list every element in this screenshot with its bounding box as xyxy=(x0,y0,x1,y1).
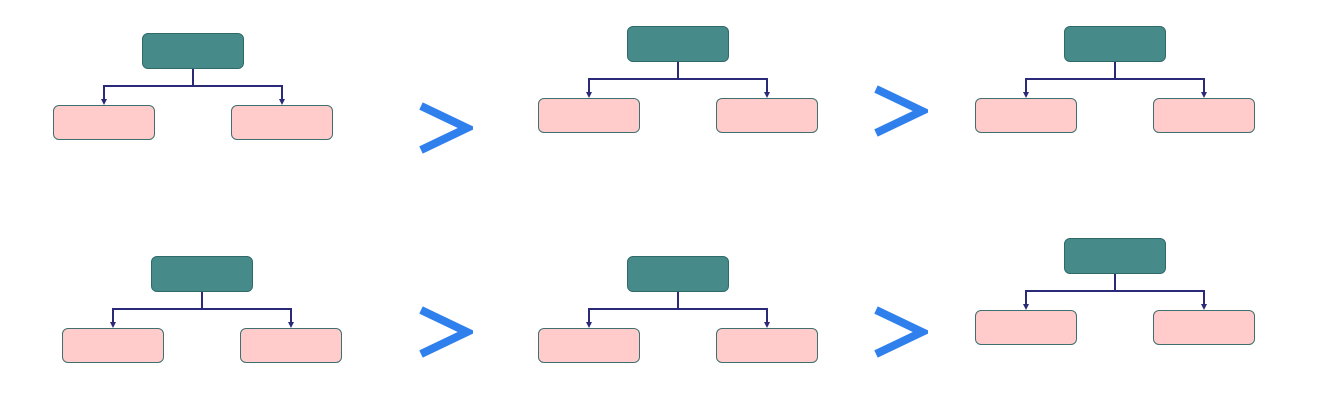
tree-connectors xyxy=(110,292,294,328)
tree-row2-3 xyxy=(975,238,1265,358)
child-node-right xyxy=(716,98,818,133)
child-node-left xyxy=(538,98,640,133)
tree-connectors xyxy=(1023,62,1207,98)
tree-connectors xyxy=(101,69,285,105)
child-node-right xyxy=(716,328,818,363)
parent-node xyxy=(1064,238,1166,274)
parent-node xyxy=(627,256,729,292)
tree-row1-2 xyxy=(538,26,828,146)
tree-row1-3 xyxy=(975,26,1265,146)
child-node-left xyxy=(975,310,1077,345)
parent-node xyxy=(627,26,729,62)
child-node-left xyxy=(975,98,1077,133)
parent-node xyxy=(151,256,253,292)
child-node-right xyxy=(240,328,342,363)
tree-row2-1 xyxy=(62,256,352,376)
parent-node xyxy=(142,33,244,69)
child-node-right xyxy=(231,105,333,140)
child-node-left xyxy=(62,328,164,363)
greater-than-symbol xyxy=(419,306,473,358)
tree-row1-1 xyxy=(53,33,343,153)
greater-than-symbol xyxy=(874,85,928,137)
parent-node xyxy=(1064,26,1166,62)
tree-connectors xyxy=(586,62,770,98)
tree-connectors xyxy=(1023,274,1207,310)
tree-connectors xyxy=(586,292,770,328)
tree-row2-2 xyxy=(538,256,828,376)
child-node-left xyxy=(538,328,640,363)
greater-than-symbol xyxy=(419,102,473,154)
child-node-right xyxy=(1153,310,1255,345)
greater-than-symbol xyxy=(874,306,928,358)
child-node-right xyxy=(1153,98,1255,133)
child-node-left xyxy=(53,105,155,140)
